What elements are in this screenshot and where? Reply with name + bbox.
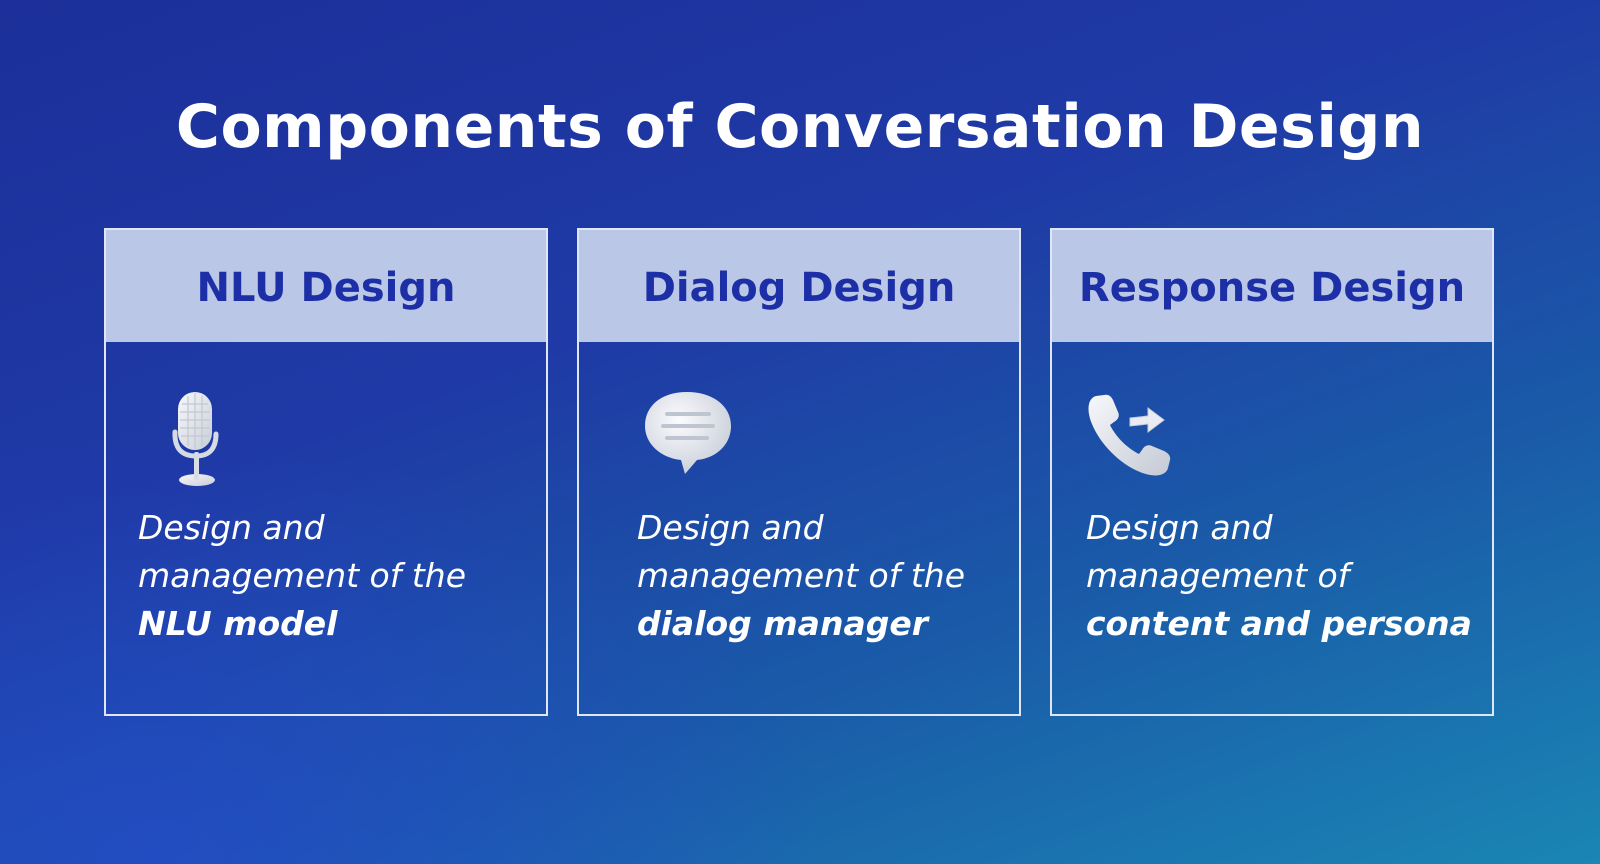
card-description: Design and management of the NLU model — [138, 504, 466, 648]
microphone-icon — [150, 390, 250, 490]
description-emphasis: dialog manager — [637, 604, 928, 643]
description-line: Design and — [1086, 508, 1273, 547]
card-response-design: Response Design Design and management of… — [1050, 228, 1494, 716]
phone-forward-icon — [1082, 390, 1182, 490]
description-emphasis: content and persona — [1086, 604, 1472, 643]
card-heading: Dialog Design — [579, 230, 1019, 342]
page-title: Components of Conversation Design — [175, 92, 1425, 162]
description-line: Design and — [637, 508, 824, 547]
speech-bubble-icon — [641, 390, 741, 490]
card-heading: NLU Design — [106, 230, 546, 342]
card-dialog-design: Dialog Design Design and management of t… — [577, 228, 1021, 716]
description-line: management of the — [138, 556, 467, 595]
card-nlu-design: NLU Design — [104, 228, 548, 716]
description-line: management of — [1086, 556, 1350, 595]
card-heading: Response Design — [1052, 230, 1492, 342]
card-description: Design and management of content and per… — [1086, 504, 1472, 648]
description-line: Design and — [138, 508, 325, 547]
description-emphasis: NLU model — [138, 604, 338, 643]
description-line: management of the — [637, 556, 966, 595]
card-description: Design and management of the dialog mana… — [637, 504, 965, 648]
